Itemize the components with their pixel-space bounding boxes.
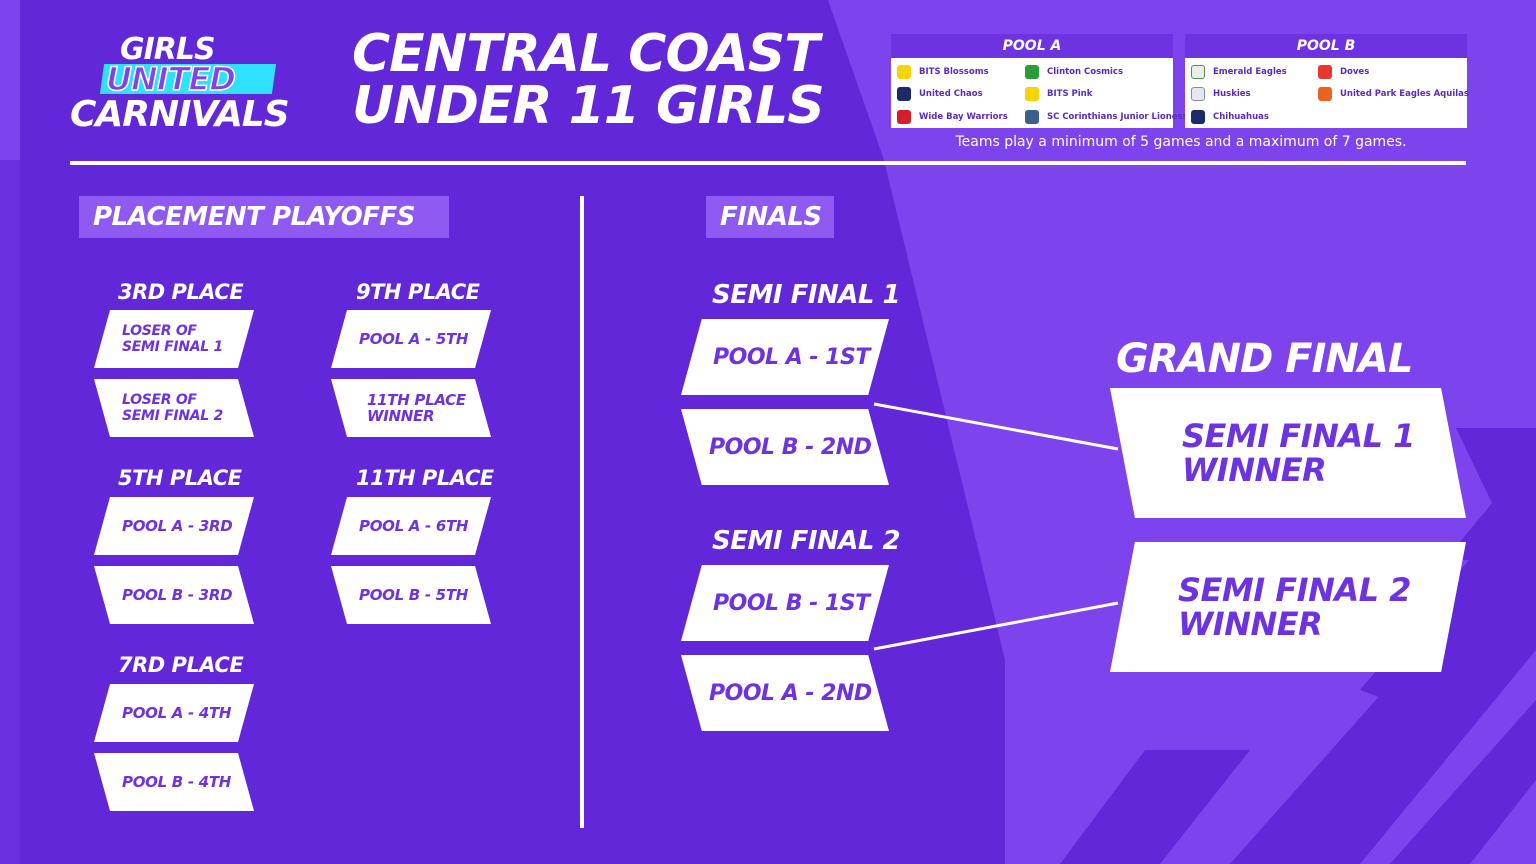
slot-label: POOL B - 2ND (709, 434, 872, 460)
pool-a-panel: POOL A BITS Blossoms Clinton Cosmics Uni… (891, 34, 1199, 128)
team-name: SC Corinthians Junior Lionesses (1047, 112, 1199, 122)
team-crest-icon (897, 110, 911, 124)
slot-label: POOL B - 1ST (713, 590, 870, 616)
team-entry: Doves (1318, 64, 1369, 80)
team-name: United Park Eagles Aquilas (1340, 89, 1469, 99)
slot-label: LOSER OF SEMI FINAL 2 (122, 392, 223, 424)
group-title-3rd: 3RD PLACE (118, 280, 244, 304)
team-entry: Chihuahuas (1191, 109, 1269, 125)
semi-final-2-title: SEMI FINAL 2 (712, 526, 901, 556)
team-name: Wide Bay Warriors (919, 112, 1008, 122)
pool-note: Teams play a minimum of 5 games and a ma… (955, 134, 1407, 150)
connector-semi1 (873, 402, 1119, 451)
team-name: BITS Pink (1047, 89, 1093, 99)
team-crest-icon (1025, 65, 1039, 79)
title-line-1: CENTRAL COAST (352, 24, 820, 84)
team-name: Chihuahuas (1213, 112, 1269, 122)
slot-label: POOL B - 5TH (359, 586, 469, 604)
slot-label: POOL A - 3RD (122, 517, 233, 535)
placement-slot: POOL A - 6TH (331, 497, 491, 555)
placement-slot: POOL A - 4TH (94, 684, 254, 742)
group-title-5th: 5TH PLACE (118, 466, 242, 490)
grand-final-slot: SEMI FINAL 2 WINNER (1110, 542, 1466, 672)
team-name: United Chaos (919, 89, 983, 99)
logo-line-2-wrap: UNITED (99, 59, 280, 99)
team-entry: SC Corinthians Junior Lionesses (1025, 109, 1199, 125)
slot-label: POOL A - 2ND (709, 680, 872, 706)
placement-slot: POOL A - 3RD (94, 497, 254, 555)
slot-label: SEMI FINAL 1 WINNER (1182, 417, 1415, 489)
column-divider (580, 196, 584, 828)
team-crest-icon (1025, 110, 1039, 124)
slot-label: POOL A - 4TH (122, 704, 232, 722)
team-entry: BITS Blossoms (897, 64, 989, 80)
group-title-9th: 9TH PLACE (356, 280, 480, 304)
team-entry: BITS Pink (1025, 86, 1092, 102)
group-title-11th: 11TH PLACE (356, 466, 494, 490)
slot-label: POOL B - 4TH (122, 773, 232, 791)
team-crest-icon (1191, 65, 1205, 79)
semi-1-slot: POOL A - 1ST (681, 319, 889, 395)
placement-playoffs-heading: PLACEMENT PLAYOFFS (79, 196, 449, 238)
team-crest-icon (1025, 87, 1039, 101)
slot-label: POOL A - 6TH (359, 517, 469, 535)
team-crest-icon (897, 87, 911, 101)
logo-line-2: UNITED (105, 59, 236, 99)
team-crest-icon (897, 65, 911, 79)
group-title-7th: 7RD PLACE (118, 653, 244, 677)
grand-final-title: GRAND FINAL (1116, 336, 1413, 382)
slot-label: POOL A - 1ST (713, 344, 870, 370)
team-entry: Clinton Cosmics (1025, 64, 1123, 80)
placement-slot: POOL B - 4TH (94, 753, 254, 811)
finals-heading: FINALS (706, 196, 834, 238)
slot-label: SEMI FINAL 2 WINNER (1178, 571, 1411, 643)
team-name: Huskies (1213, 89, 1251, 99)
team-entry: Wide Bay Warriors (897, 109, 1008, 125)
team-name: BITS Blossoms (919, 67, 989, 77)
girls-united-carnivals-logo: GIRLS UNITED CARNIVALS (70, 32, 290, 135)
pool-a-title: POOL A (891, 34, 1173, 58)
team-crest-icon (1318, 65, 1332, 79)
team-name: Clinton Cosmics (1047, 67, 1124, 77)
placement-slot: LOSER OF SEMI FINAL 2 (94, 379, 254, 437)
placement-slot: POOL B - 5TH (331, 566, 491, 624)
team-entry: Huskies (1191, 86, 1251, 102)
grand-final-slot: SEMI FINAL 1 WINNER (1110, 388, 1466, 518)
slot-label: POOL A - 5TH (359, 330, 469, 348)
header-divider (70, 161, 1466, 165)
semi-2-slot: POOL B - 1ST (681, 565, 889, 641)
pool-b-title: POOL B (1185, 34, 1467, 58)
placement-slot: POOL A - 5TH (331, 310, 491, 368)
connector-semi2 (873, 601, 1119, 651)
slot-label: POOL B - 3RD (122, 586, 233, 604)
page-title: CENTRAL COAST UNDER 11 GIRLS (352, 24, 825, 136)
slot-label: LOSER OF SEMI FINAL 1 (122, 323, 223, 355)
semi-2-slot: POOL A - 2ND (681, 655, 889, 731)
slot-label: 11TH PLACE WINNER (367, 391, 466, 425)
logo-line-3: CARNIVALS (70, 94, 290, 135)
team-crest-icon (1318, 87, 1332, 101)
semi-final-1-title: SEMI FINAL 1 (712, 280, 901, 310)
team-name: Emerald Eagles (1213, 67, 1287, 77)
semi-1-slot: POOL B - 2ND (681, 409, 889, 485)
team-entry: Emerald Eagles (1191, 64, 1287, 80)
title-line-2: UNDER 11 GIRLS (352, 76, 825, 136)
team-crest-icon (1191, 87, 1205, 101)
team-entry: United Park Eagles Aquilas (1318, 86, 1469, 102)
pool-b-panel: POOL B Emerald Eagles Doves Huskies Unit… (1185, 34, 1469, 128)
placement-slot: POOL B - 3RD (94, 566, 254, 624)
placement-slot: LOSER OF SEMI FINAL 1 (94, 310, 254, 368)
logo-line-1: GIRLS (120, 32, 216, 67)
placement-slot: 11TH PLACE WINNER (331, 379, 491, 437)
team-entry: United Chaos (897, 86, 983, 102)
team-crest-icon (1191, 110, 1205, 124)
team-name: Doves (1340, 67, 1370, 77)
